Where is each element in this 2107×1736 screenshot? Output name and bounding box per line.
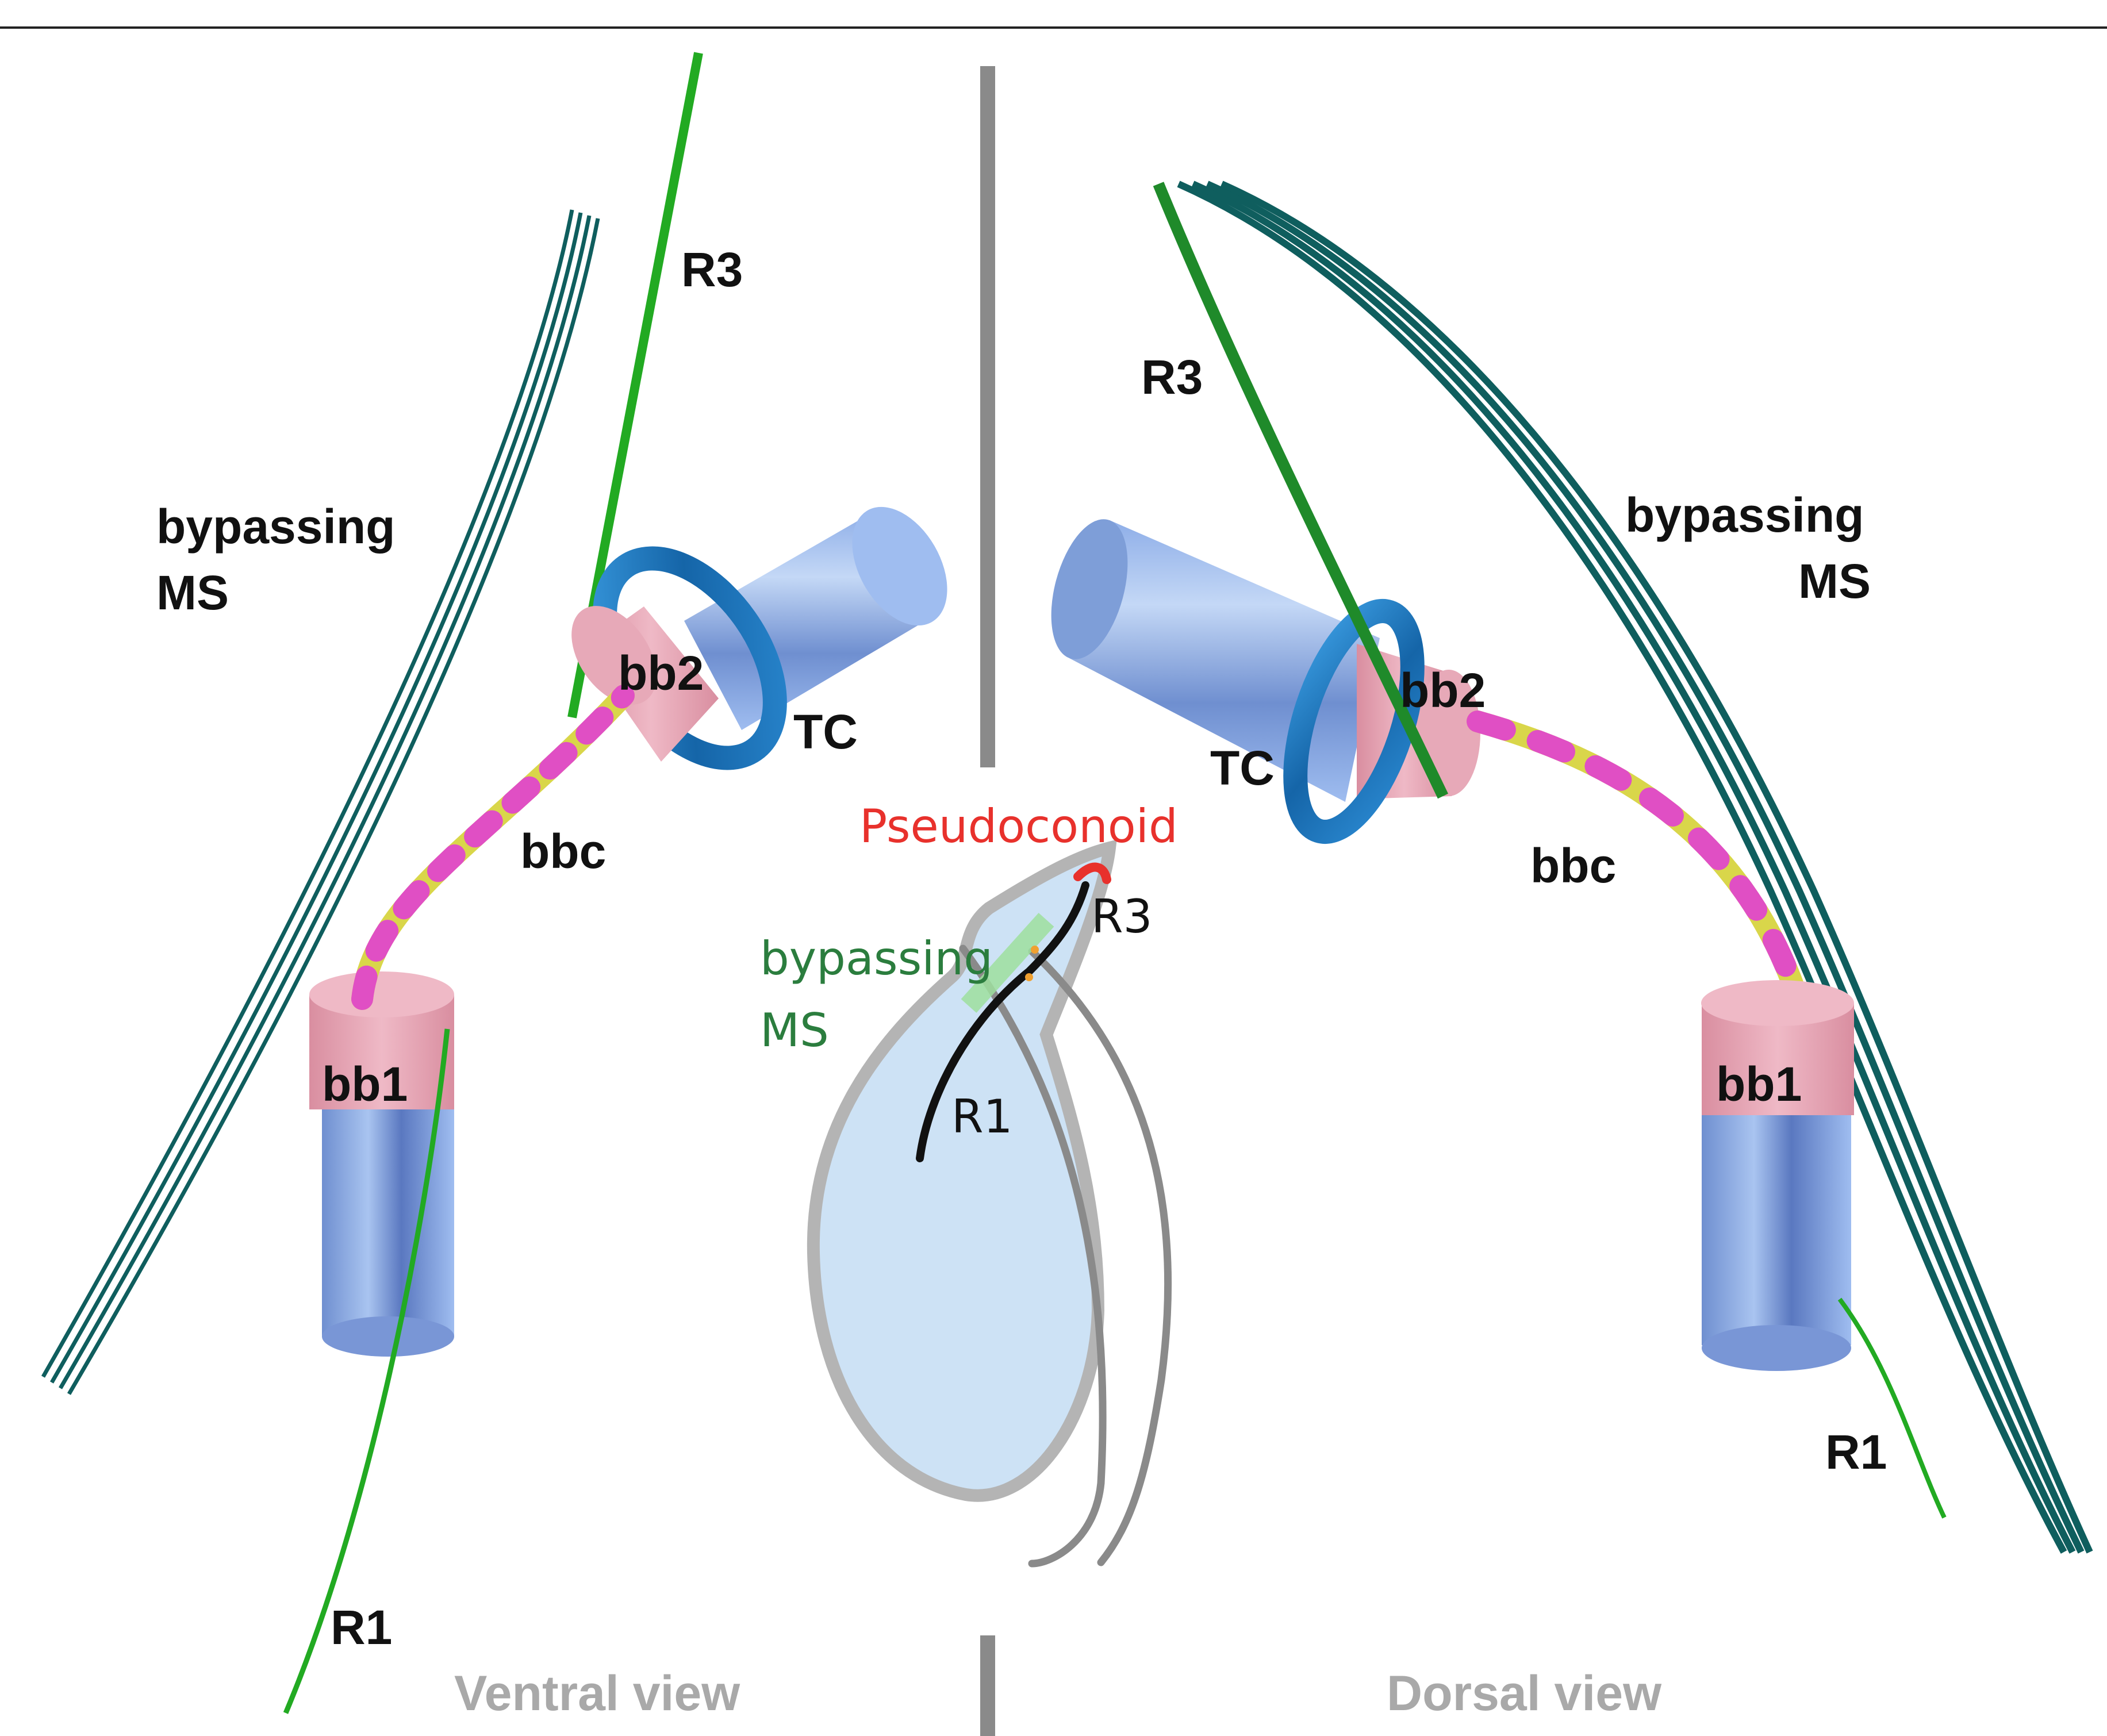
ventral-bb2-cylinder: [571, 506, 947, 770]
dorsal-tc-label: TC: [1210, 741, 1275, 795]
ventral-view-label: Ventral view: [454, 1666, 740, 1721]
dorsal-view: R3 bypassing MS bb2 TC bbc bb1 R1 Dorsal…: [1051, 180, 2093, 1721]
cell-pseudoconoid-label: Pseudoconoid: [859, 800, 1178, 853]
ventral-ms-label: MS: [156, 566, 229, 620]
cell-flagellum-outer: [1028, 947, 1172, 1566]
dorsal-bypassing-ms-ribbon: [1177, 180, 2093, 1554]
ventral-tc-label: TC: [793, 705, 858, 759]
ventral-r1-root: [283, 1028, 450, 1714]
dorsal-view-label: Dorsal view: [1387, 1666, 1662, 1721]
cell-pseudoconoid-mark: [1073, 862, 1111, 884]
ventral-bb1-label: bb1: [322, 1057, 408, 1111]
dorsal-ms-label: MS: [1798, 554, 1871, 608]
cell-orange-marker-2: [1025, 973, 1033, 981]
dorsal-bb1-cylinder: [1701, 980, 1854, 1371]
ventral-bypassing-ms-ribbon: [41, 209, 600, 1395]
cell-r1-label: R1: [951, 1090, 1012, 1143]
cell-bypassing-ms-band: [961, 912, 1054, 1013]
cell-ms-label: MS: [760, 1004, 829, 1057]
cell-bypassing-label: bypassing: [760, 932, 993, 985]
dorsal-bbc-connector: [1467, 710, 1810, 1014]
dorsal-r1-root: [1837, 1297, 1947, 1519]
ventral-r3-label: R3: [681, 243, 743, 297]
dorsal-bb1-label: bb1: [1716, 1057, 1802, 1111]
dorsal-bb2-label: bb2: [1400, 663, 1486, 717]
cell-flagellum-long: [959, 944, 1107, 1568]
dorsal-r1-label: R1: [1825, 1425, 1887, 1479]
ventral-bbc-connector: [351, 685, 635, 1010]
ventral-r1-label: R1: [331, 1600, 392, 1654]
ventral-bbc-label: bbc: [520, 824, 606, 878]
dorsal-r3-root: [1153, 182, 1449, 799]
cell-r3-label: R3: [1091, 890, 1152, 943]
dorsal-bypassing-label: bypassing: [1625, 488, 1864, 542]
ventral-view: R3 bypassing MS bb2 TC bbc bb1 R1 Ventra…: [41, 52, 947, 1721]
dorsal-bbc-label: bbc: [1530, 839, 1616, 893]
ventral-bypassing-label: bypassing: [156, 500, 395, 554]
dorsal-r3-label: R3: [1141, 350, 1203, 404]
cell-orange-marker-1: [1031, 946, 1039, 954]
ventral-bb2-label: bb2: [618, 646, 704, 700]
cell-schematic: Pseudoconoid R3 bypassing MS R1: [760, 800, 1178, 1568]
dorsal-tc-ring: [1283, 598, 1425, 844]
cell-r1-line: [916, 881, 1089, 1162]
ventral-bb1-cylinder: [309, 971, 454, 1357]
